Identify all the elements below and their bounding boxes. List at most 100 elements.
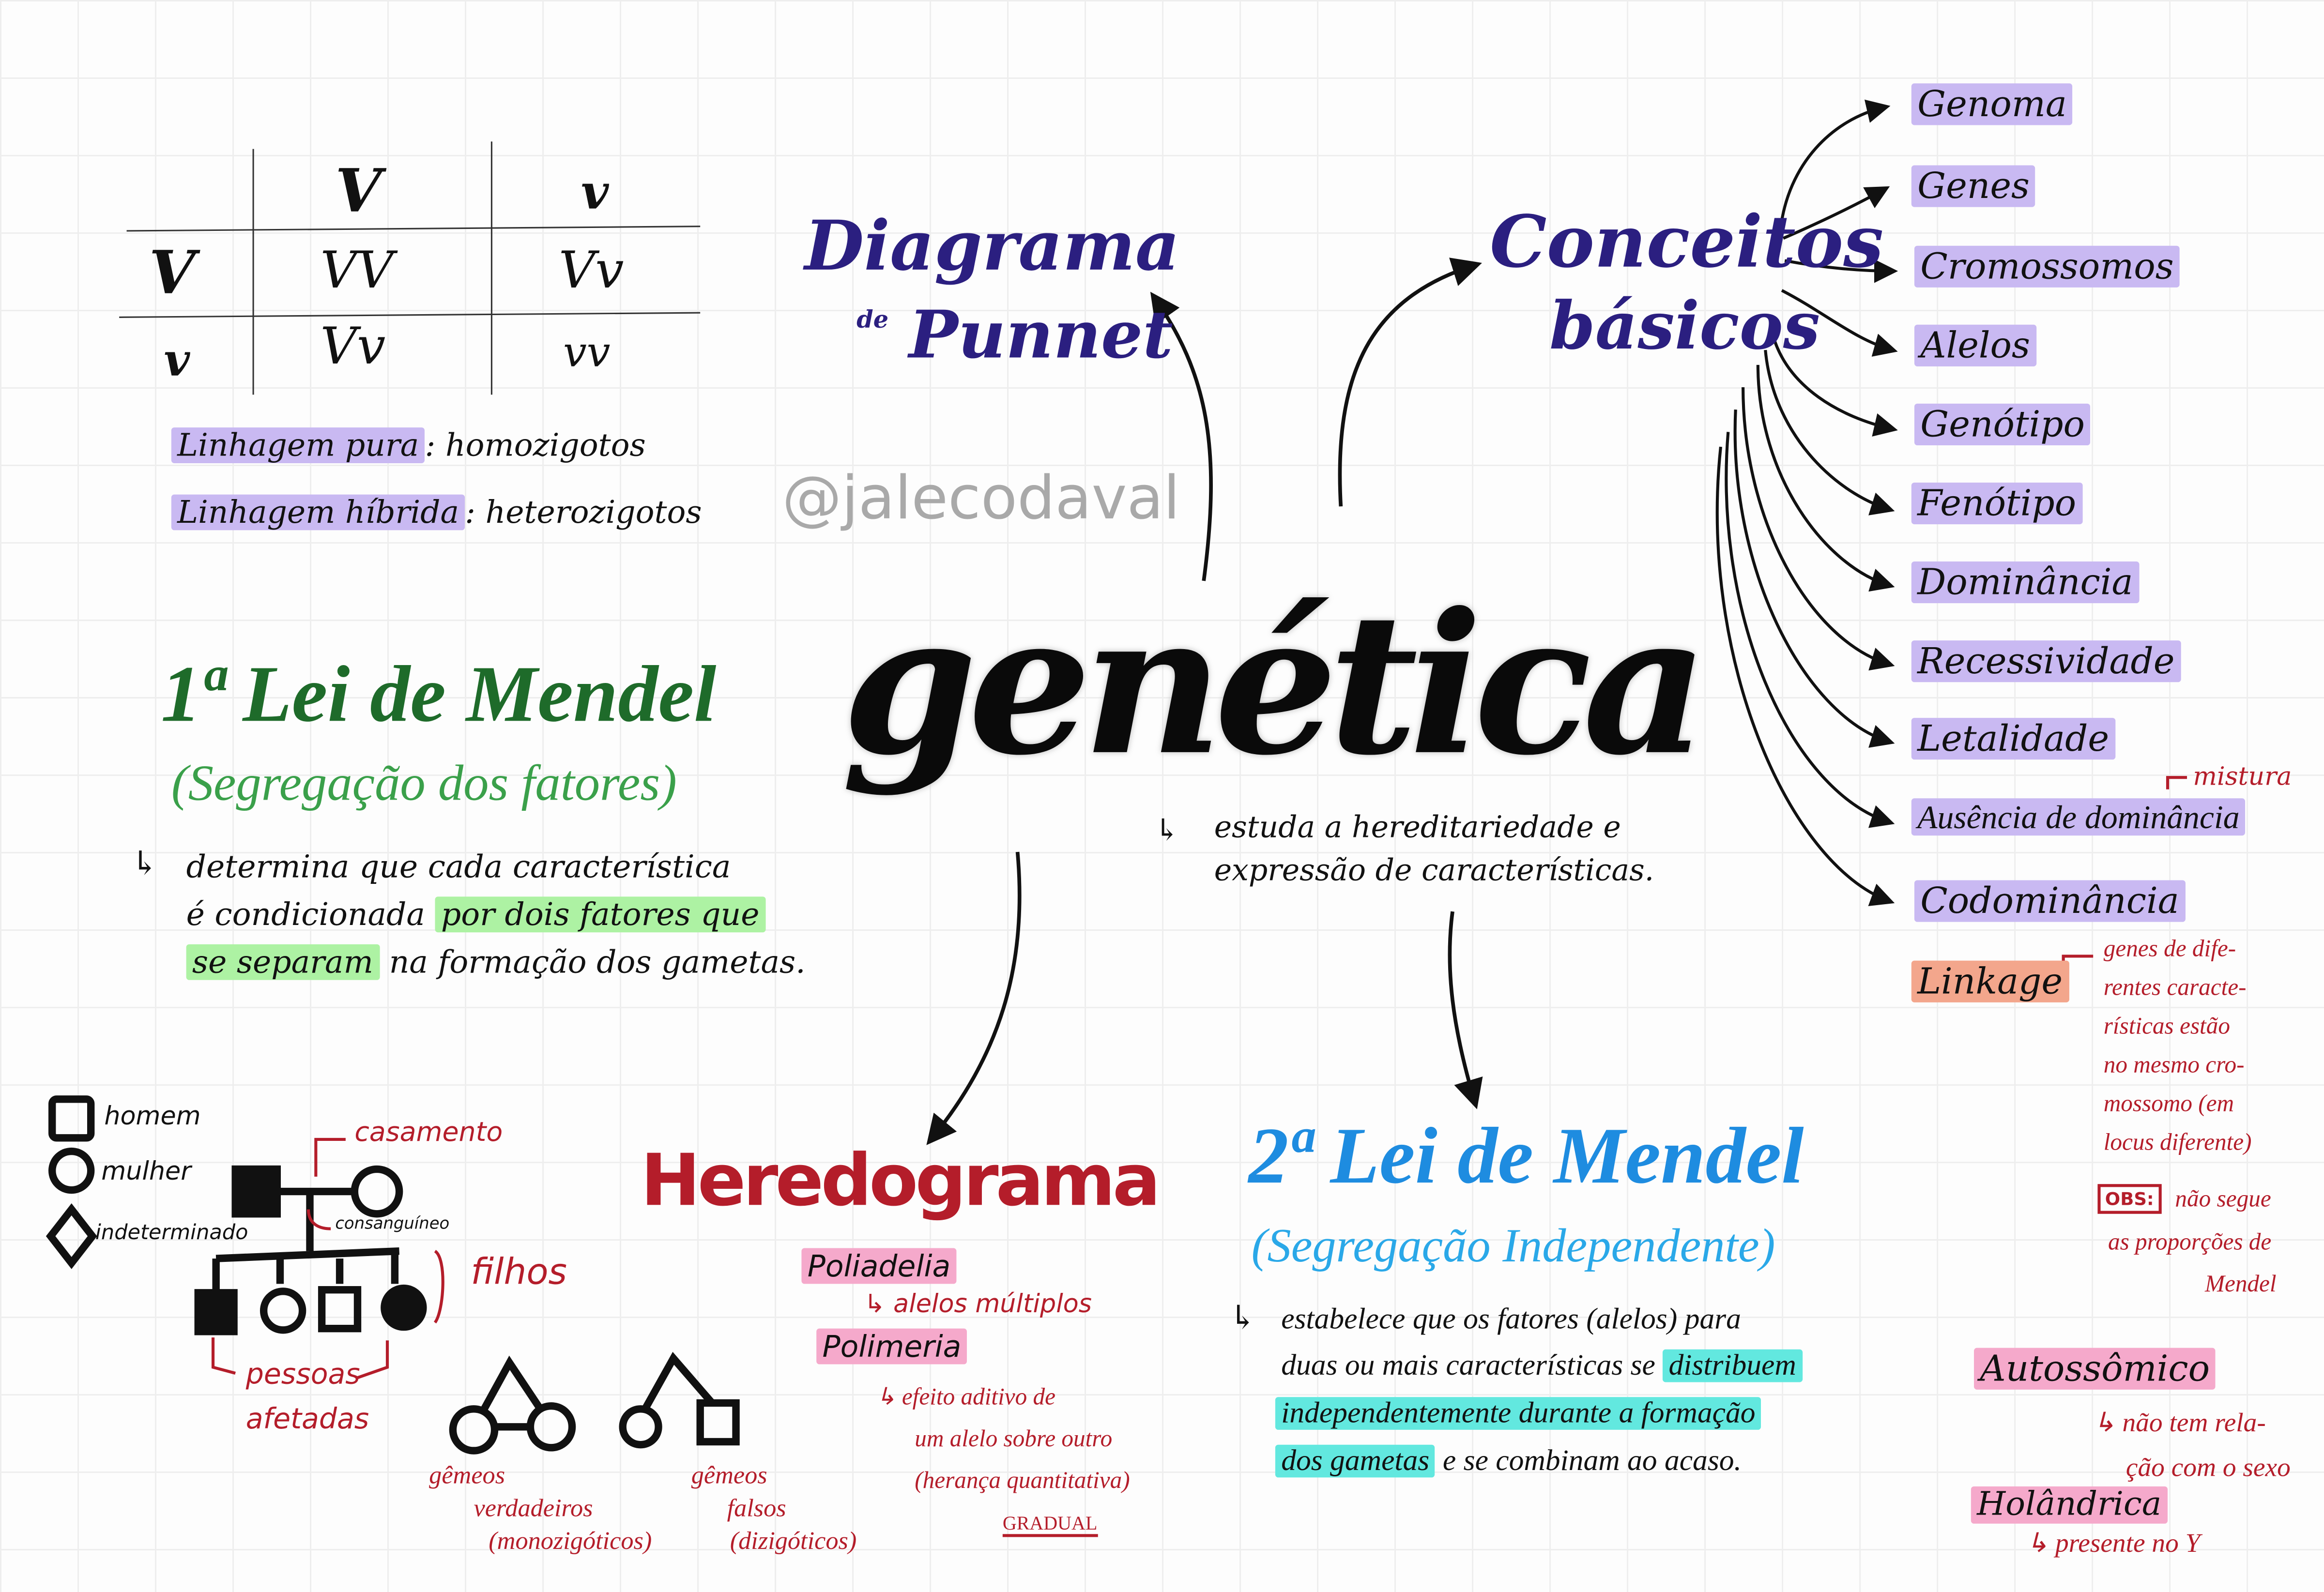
- polimeria: Polimeria: [816, 1328, 967, 1365]
- label: Genoma: [1911, 83, 2073, 125]
- line: genes de dife-: [2103, 937, 2236, 962]
- concept-alelos: Alelos: [1914, 324, 2036, 366]
- label: Fenótipo: [1911, 482, 2082, 525]
- label: Linkage: [1911, 960, 2069, 1002]
- punnett-cell: Vv: [558, 241, 624, 301]
- label: Autossômico: [1974, 1348, 2216, 1390]
- line: no mesmo cro-: [2103, 1053, 2245, 1078]
- concept-fenotipo: Fenótipo: [1911, 482, 2082, 525]
- afetadas-label-2: afetadas: [245, 1403, 369, 1436]
- poliadelia-note: ↳ alelos múltiplos: [864, 1289, 1092, 1320]
- concept-cromossomos: Cromossomos: [1914, 245, 2180, 288]
- highlight: dos gametas: [1275, 1444, 1436, 1478]
- autossomico-note: ↳ não tem rela- ção com o sexo: [2093, 1400, 2291, 1489]
- conceitos-title-2: básicos: [1549, 288, 1820, 365]
- text: alelos múltiplos: [893, 1289, 1092, 1320]
- line: ção com o sexo: [2125, 1452, 2291, 1482]
- sep: :: [425, 427, 436, 463]
- gemeos-falsos: gêmeos falsos (dizigóticos): [682, 1459, 857, 1558]
- filhos-label: filhos: [471, 1251, 567, 1293]
- text: e se combinam ao acaso.: [1442, 1444, 1742, 1478]
- lei2-title: 2ª Lei de Mendel: [1248, 1111, 1804, 1201]
- line: verdadeiros: [474, 1494, 593, 1522]
- arrow-to-heredograma: [926, 851, 1022, 1145]
- lei1-subtitle: (Segregação dos fatores): [171, 757, 677, 812]
- punnett-col-header: v: [581, 164, 609, 221]
- obs-note-2: as proporções de: [2108, 1230, 2272, 1256]
- line: (dizigóticos): [730, 1526, 857, 1555]
- linhagem-hibrida: Linhagem híbrida: heterozigotos: [171, 494, 702, 531]
- autossomico: Autossômico: [1974, 1348, 2216, 1390]
- concept-recessividade: Recessividade: [1911, 640, 2181, 682]
- lei2-line-4: dos gametas e se combinam ao acaso.: [1275, 1444, 1742, 1479]
- concept-letalidade: Letalidade: [1911, 718, 2115, 760]
- highlight: se separam: [186, 944, 380, 980]
- polimeria-note: ↳ efeito aditivo de um alelo sobre outro…: [876, 1378, 1130, 1545]
- line: um alelo sobre outro: [915, 1426, 1113, 1453]
- line: efeito aditivo de: [902, 1385, 1056, 1410]
- label: Ausência de dominância: [1911, 798, 2246, 836]
- red-annotation-arrows: [211, 776, 2187, 1380]
- label: Genótipo: [1914, 403, 2091, 446]
- return-arrow-icon: ↳: [1229, 1300, 1257, 1338]
- afetadas-label-1: pessoas: [245, 1358, 360, 1391]
- lei1-text-2: é condicionada por dois fatores que: [186, 896, 765, 933]
- concept-genes: Genes: [1911, 165, 2036, 207]
- line: gêmeos: [429, 1461, 505, 1489]
- label: Genes: [1911, 165, 2036, 207]
- line: (herança quantitativa): [915, 1468, 1130, 1494]
- watermark: @jalecodaval: [782, 465, 1180, 533]
- conceitos-title: Conceitos: [1490, 201, 1884, 285]
- linkage-note: genes de dife- rentes caracte- rísticas …: [2104, 931, 2252, 1163]
- lei1-text-3: se separam na formação dos gametas.: [186, 944, 806, 980]
- return-arrow-icon: ↳: [1154, 811, 1180, 848]
- center-description-2: expressão de características.: [1214, 852, 1654, 888]
- punnett-cell: vv: [563, 327, 611, 377]
- text: é condicionada: [186, 896, 425, 933]
- concept-codominancia: Codominância: [1914, 880, 2186, 922]
- punnett-cell: Vv: [320, 317, 386, 377]
- line: (monozigóticos): [489, 1526, 652, 1555]
- mistura-note: mistura: [2193, 762, 2292, 792]
- obs-note-3: Mendel: [2204, 1272, 2277, 1298]
- arrow-to-conceitos: [1338, 258, 1482, 507]
- highlight: independentemente durante a formação: [1275, 1397, 1761, 1430]
- term: Linhagem pura: [171, 427, 425, 463]
- linhagem-pura: Linhagem pura: homozigotos: [171, 427, 646, 463]
- label: Holândrica: [1971, 1486, 2168, 1524]
- label: Poliadelia: [801, 1248, 957, 1284]
- gradual-label: GRADUAL: [1002, 1512, 1098, 1537]
- line: rísticas estão: [2103, 1014, 2230, 1040]
- heredograma-title: Heredograma: [641, 1139, 1161, 1223]
- lei2-line-1: estabelece que os fatores (alelos) para: [1281, 1303, 1741, 1336]
- punnet-title-de: de: [856, 305, 889, 334]
- line: não tem rela-: [2122, 1407, 2266, 1438]
- consanguineo-label: consanguíneo: [335, 1213, 450, 1233]
- punnett-col-header: V: [335, 156, 382, 227]
- highlight: por dois fatores que: [435, 896, 765, 933]
- line: mossomo (em: [2103, 1092, 2234, 1117]
- punnett-row-header: V: [149, 238, 196, 308]
- concept-genotipo: Genótipo: [1914, 403, 2091, 446]
- gemeos-verdadeiros: gêmeos verdadeiros (monozigóticos): [429, 1459, 652, 1558]
- center-description-1: estuda a hereditariedade e: [1214, 808, 1621, 845]
- meaning: homozigotos: [445, 427, 646, 463]
- lei1-title: 1ª Lei de Mendel: [161, 649, 717, 739]
- text: duas ou mais características se: [1281, 1349, 1655, 1382]
- concept-genoma: Genoma: [1911, 83, 2073, 125]
- label: Alelos: [1914, 324, 2036, 366]
- line: locus diferente): [2103, 1130, 2252, 1156]
- label: Dominância: [1911, 561, 2139, 604]
- meaning: heterozigotos: [485, 494, 702, 531]
- punnet-title: Diagrama: [804, 205, 1180, 286]
- poliadelia: Poliadelia: [801, 1248, 957, 1284]
- main-title: genética: [841, 570, 1709, 799]
- sep: :: [465, 494, 476, 531]
- holandrica-note: ↳ presente no Y: [2026, 1528, 2201, 1558]
- casamento-label: casamento: [354, 1117, 503, 1149]
- concept-linkage: Linkage: [1911, 960, 2069, 1002]
- text: presente no Y: [2055, 1528, 2201, 1558]
- obs-badge: OBS:: [2097, 1184, 2162, 1214]
